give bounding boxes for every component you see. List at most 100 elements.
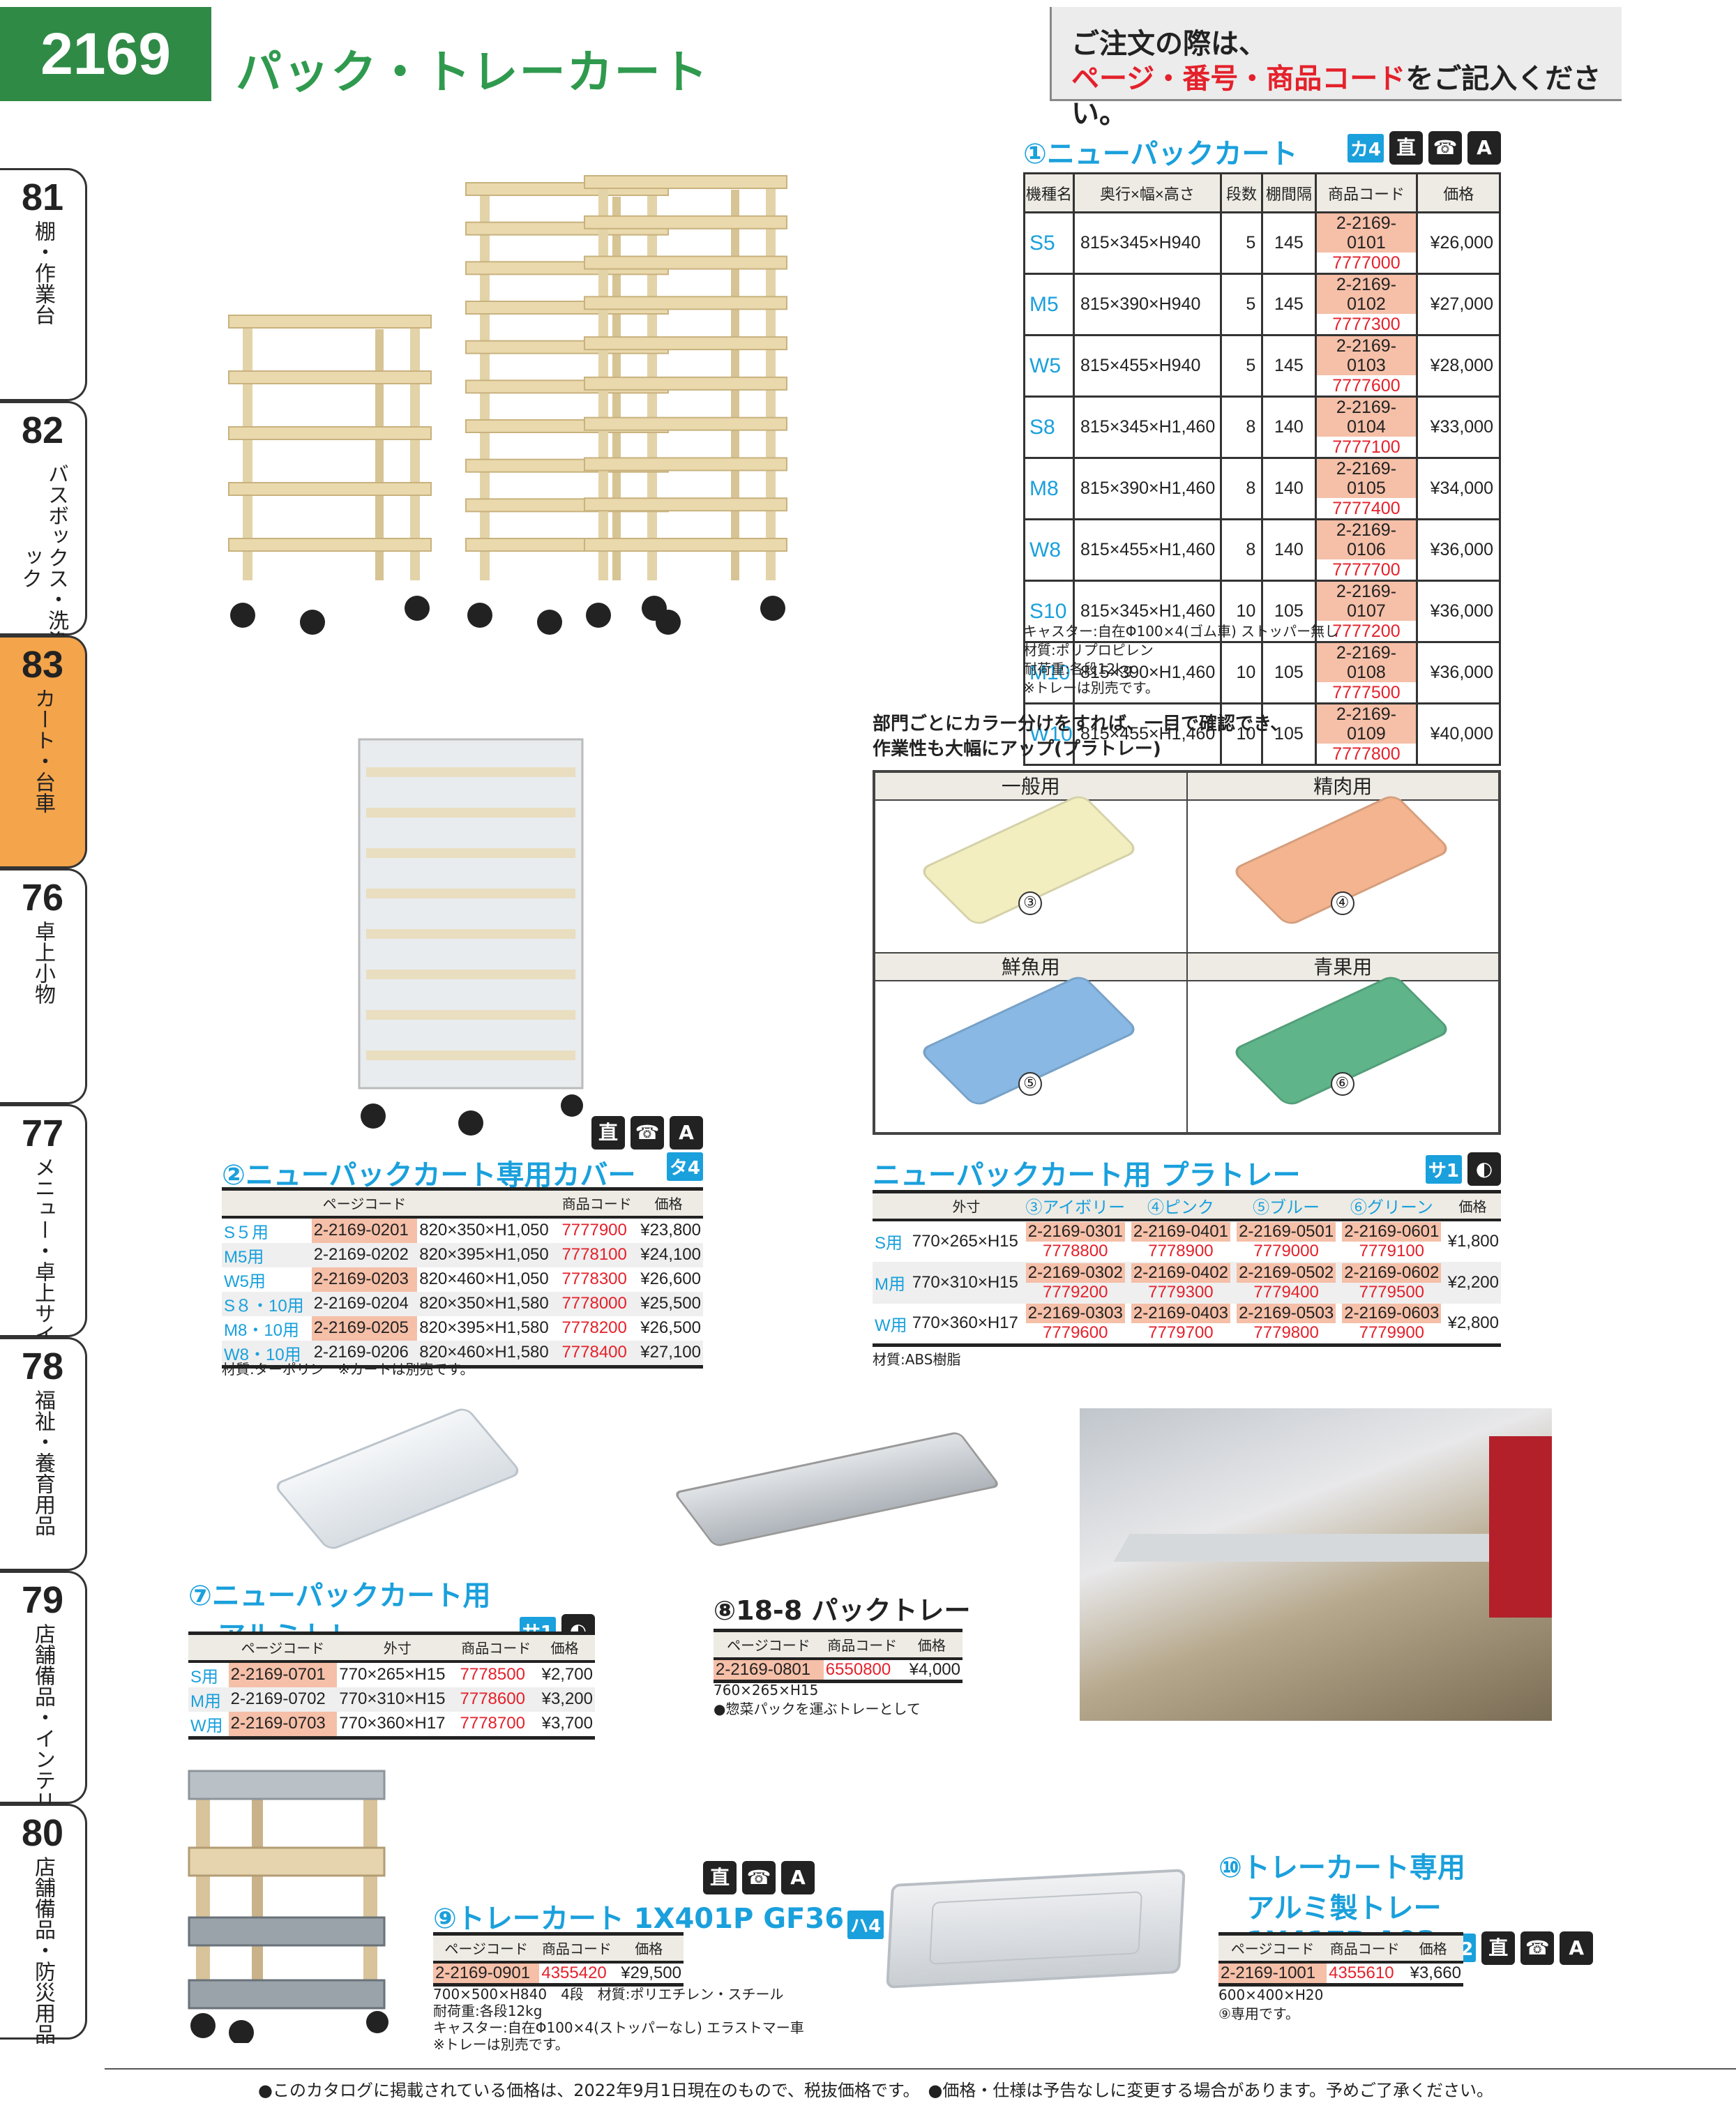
dimensions: 820×460×H1,580	[417, 1340, 560, 1366]
page-code: 2-2169-0203	[311, 1267, 418, 1292]
product-code: 7777700	[1332, 560, 1401, 580]
dimensions: 815×345×H1,460	[1072, 395, 1222, 459]
price: ¥24,100	[634, 1242, 703, 1267]
page-code: 2-2169-0501	[1237, 1221, 1336, 1242]
column-header: ⑤ブルー	[1233, 1191, 1339, 1221]
column-header: 価格	[634, 1189, 703, 1219]
side-tab-number: 81	[21, 176, 64, 218]
tier-count: 8	[1219, 518, 1264, 582]
dimensions: 770×265×H15	[912, 1231, 1018, 1251]
shelf-spacing: 140	[1261, 395, 1317, 459]
product-code: 7777400	[1332, 499, 1401, 518]
dimensions: 815×390×H1,460	[1072, 457, 1222, 520]
product-code: 4355420	[541, 1963, 607, 1982]
tier-count: 5	[1219, 273, 1264, 336]
product-code: 7778900	[1148, 1241, 1214, 1260]
side-tab-label: 卓上小物	[31, 921, 55, 1004]
stainless-tray-image	[672, 1431, 1002, 1548]
note-line: 600×400×H20	[1218, 1987, 1324, 2003]
dimensions: 820×395×H1,580	[419, 1318, 549, 1337]
page-code: 2-2169-0702	[228, 1687, 338, 1712]
column-header: 価格	[1403, 1934, 1463, 1964]
product-code: 4355610	[1329, 1963, 1394, 1982]
price: ¥3,200	[534, 1687, 595, 1712]
product8-title: ⑧18-8 パックトレー	[714, 1595, 971, 1626]
column-header: ページコード	[714, 1630, 824, 1660]
price: ¥36,000	[1416, 580, 1501, 643]
dimensions: 815×345×H1,460	[1072, 580, 1222, 643]
table-header-row: ページコード商品コード価格	[1218, 1934, 1463, 1964]
page-code: 2-2169-0401	[1131, 1221, 1230, 1242]
note-line: 760×265×H15	[714, 1682, 819, 1698]
column-header: 商品コード	[458, 1633, 535, 1663]
price: ¥25,500	[634, 1291, 703, 1316]
antibacterial-icon: ◐	[1467, 1152, 1501, 1186]
tier-count: 10	[1219, 641, 1264, 704]
phone-order-icon: ☎	[1428, 131, 1462, 165]
product2-icons: 直☎A	[586, 1116, 703, 1150]
truck-delivery-icon: A	[1467, 131, 1501, 165]
table-header-row: ページコード商品コード価格	[433, 1934, 684, 1964]
product2-note: 材質:ターポリン ※カートは別売です。	[222, 1361, 474, 1378]
page-code: 2-2169-1001	[1218, 1961, 1327, 1985]
side-tab-number: 80	[21, 1812, 64, 1854]
product-code: 7779900	[1359, 1323, 1425, 1343]
product-code: 7779700	[1148, 1323, 1214, 1343]
product2-header: ②ニューパックカート専用カバー タ4	[222, 1152, 703, 1193]
category-badge: ハ4	[847, 1911, 884, 1939]
order-notice: ご注文の際は、 ページ・番号・商品コードをご記入ください。	[1050, 7, 1622, 130]
dimensions: 815×455×H1,460	[1072, 518, 1222, 582]
label: M8・10用	[224, 1320, 300, 1340]
notice-suffix: をご記入ください。	[1071, 63, 1601, 130]
notice-line1: ご注文の際は、	[1071, 28, 1267, 60]
tier-count: 10	[1219, 702, 1264, 766]
note-line: 耐荷重:各段12kg	[433, 2003, 543, 2019]
side-tab-number: 78	[21, 1346, 64, 1387]
price: ¥4,000	[909, 1659, 960, 1679]
side-tab-number: 76	[21, 877, 64, 919]
page-code: 2-2169-0204	[311, 1291, 418, 1316]
model-name: M8	[1023, 457, 1075, 520]
column-header: 商品コード	[823, 1630, 901, 1660]
column-header: 奥行×幅×高さ	[1072, 172, 1222, 213]
dimensions: 820×395×H1,050	[417, 1242, 560, 1267]
column-header	[417, 1189, 560, 1219]
cart-cover-image	[358, 738, 584, 1136]
category-badge: タ4	[666, 1152, 703, 1181]
truck-delivery-icon: A	[1560, 1931, 1594, 1965]
model-name: W10	[1023, 702, 1075, 766]
product-code: 7777100	[1332, 437, 1401, 457]
dimensions: 770×310×H15	[909, 1261, 1023, 1304]
product10-title-line2: アルミ製トレー	[1246, 1892, 1442, 1924]
dimensions: 815×455×H940	[1072, 334, 1222, 398]
size-label: S用	[875, 1234, 903, 1253]
